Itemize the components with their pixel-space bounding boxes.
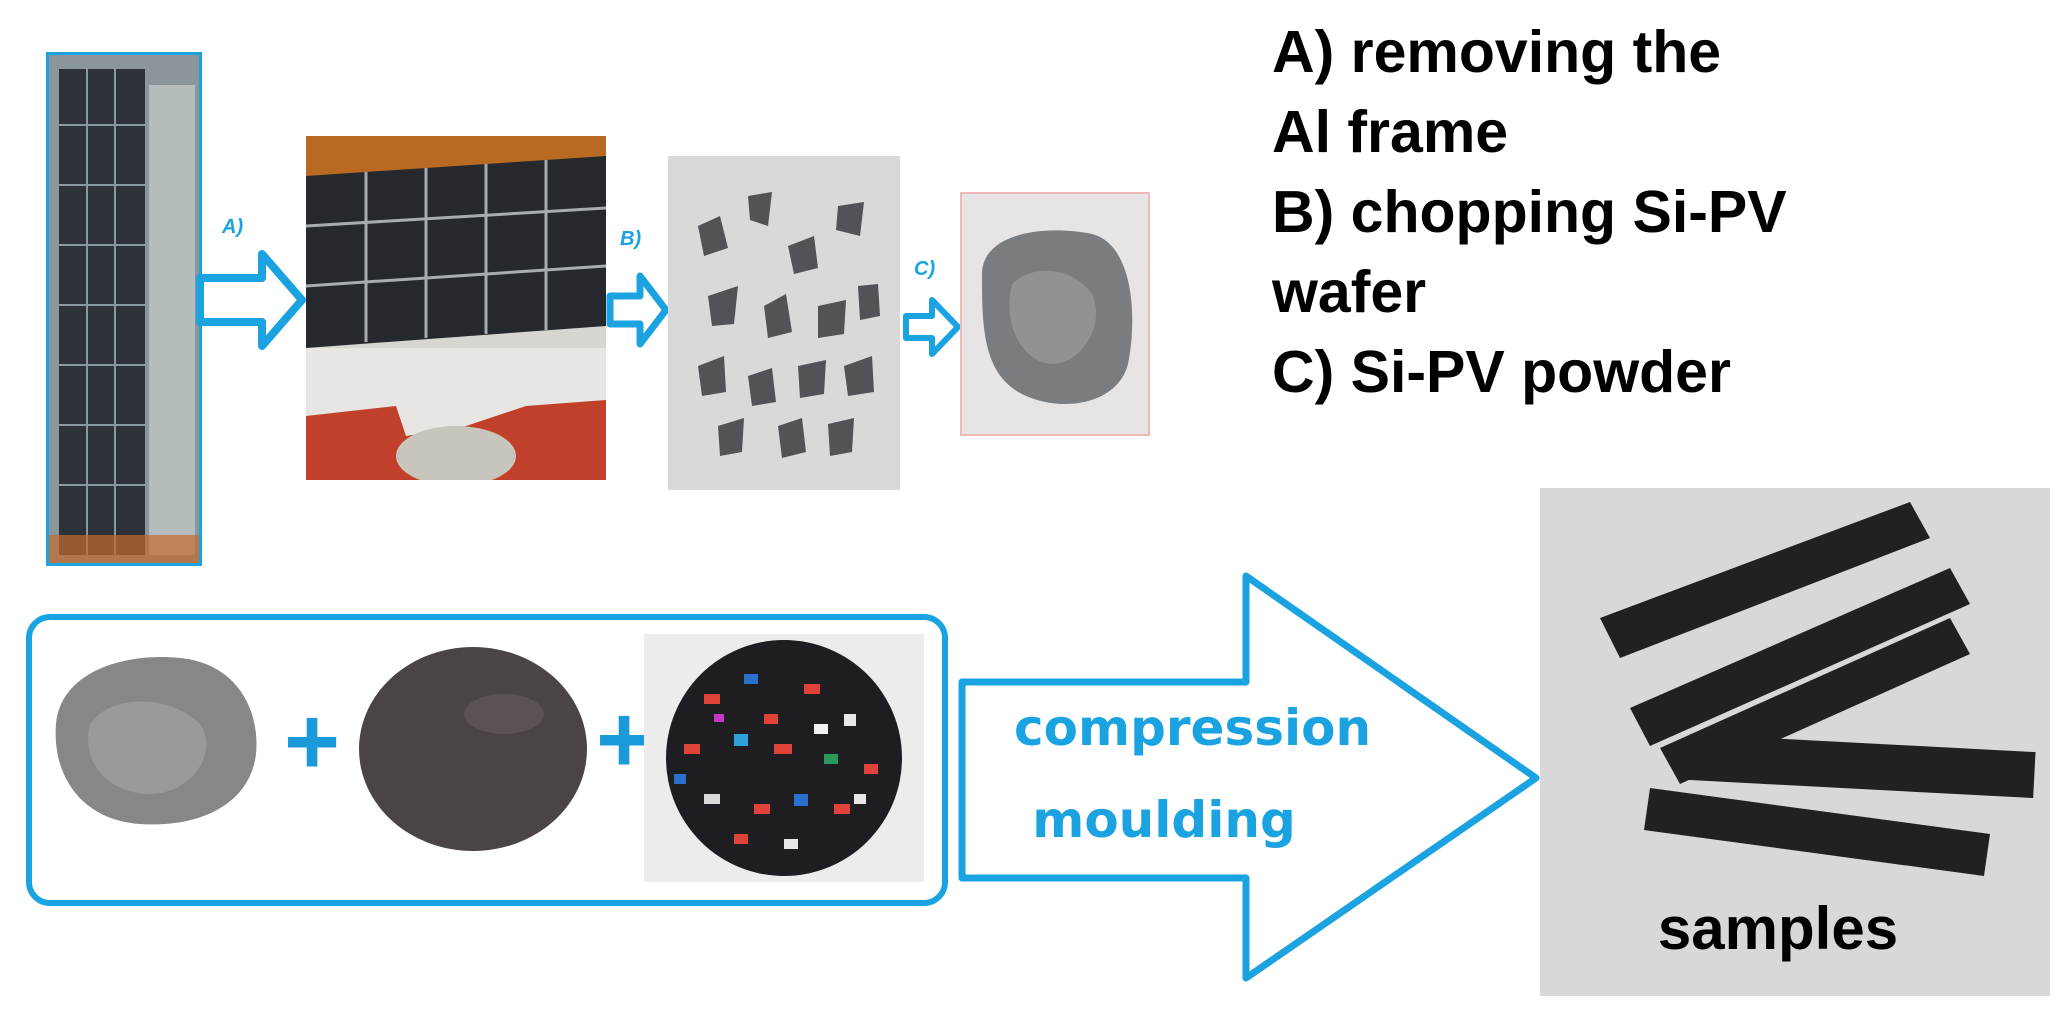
arrow-c-label: C) [914,258,936,280]
moulding-label: moulding [1032,791,1296,849]
dark-powder-image [354,644,592,854]
powder-photo [960,192,1150,436]
mixture-box [26,614,948,906]
ingredient-plastic-granules-photo [644,634,924,882]
large-hollow-arrow-icon [958,572,1540,982]
ingredient-sipv-powder-photo [50,644,262,832]
ingredient-dark-powder-photo [354,644,592,854]
arrow-c [902,294,962,365]
step-a-line1: A) removing the [1272,19,1722,85]
plus-sign-2: + [596,686,653,793]
step-b-line1: B) chopping Si-PV [1272,179,1787,245]
hollow-arrow-icon [903,297,961,357]
hollow-arrow-icon [606,272,670,348]
samples-label: samples [1657,895,1899,962]
step-b-line2: wafer [1272,259,1427,325]
plus-sign-1: + [284,688,341,795]
chopped-wafer-photo [668,156,900,490]
arrow-a-label: A) [222,216,244,238]
hollow-arrow-icon [196,250,306,350]
plastic-granules-image [644,634,924,882]
solar-panel-image [49,55,199,563]
step-a-line2: Al frame [1272,99,1509,165]
samples-image [1540,488,2050,996]
chopped-wafer-image [668,156,900,490]
arrow-b-label: B) [620,228,642,250]
samples-photo [1540,488,2050,996]
arrow-b [606,270,670,355]
panel-without-frame-photo [306,136,606,480]
arrow-a [196,248,308,357]
panel-without-frame-image [306,136,606,480]
powder-image [962,194,1148,434]
sipv-powder-image [50,644,262,832]
steps-legend: A) removing the Al frame B) chopping Si-… [1272,12,2032,412]
solar-panel-photo [46,52,202,566]
compression-moulding-arrow [956,568,1556,991]
compression-label: compression [1014,699,1372,757]
step-c-line1: C) Si-PV powder [1272,339,1731,405]
